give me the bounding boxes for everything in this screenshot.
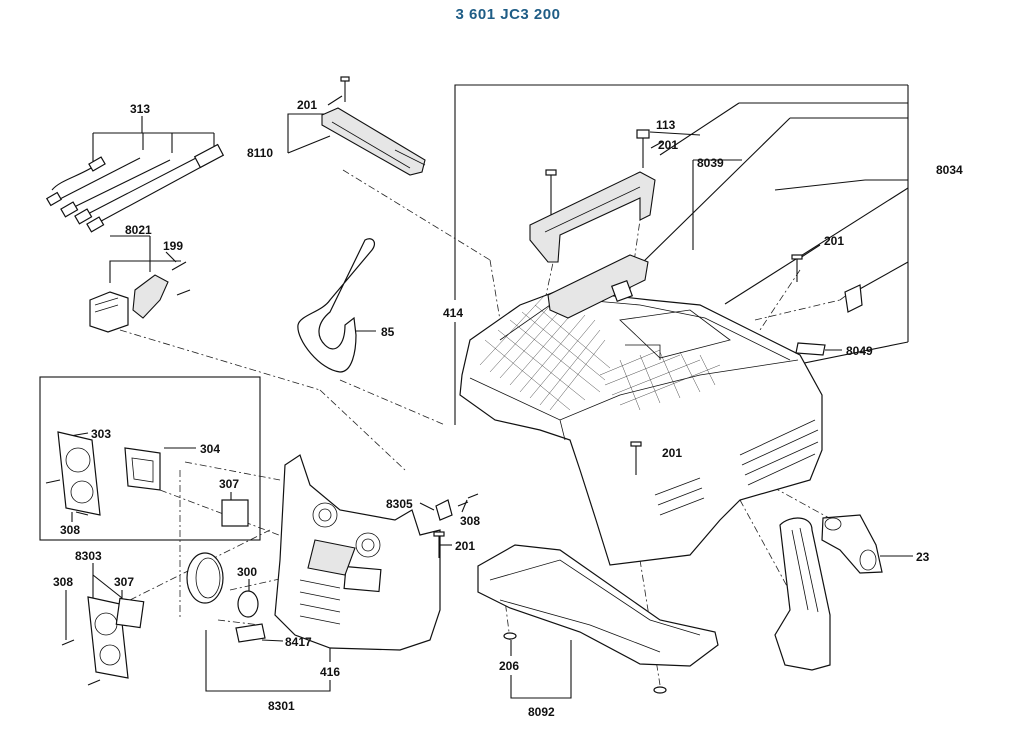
label-201-handle: 201 [658,138,678,152]
bracket-part [433,441,642,558]
label-8305: 8305 [386,497,413,511]
clamp-part [774,514,883,671]
label-113: 113 [656,118,676,132]
label-307-box: 307 [219,477,239,491]
label-307-left: 307 [114,575,134,589]
label-8034: 8034 [936,163,963,177]
cable-harness-part [45,143,225,233]
label-8039: 8039 [697,156,724,170]
label-8303: 8303 [75,549,102,563]
socket-assembly-part [61,596,145,686]
socket-unit-part [45,431,249,527]
label-8110: 8110 [247,146,273,160]
label-8049: 8049 [846,344,873,358]
label-23: 23 [916,550,930,564]
label-201-right: 201 [824,234,844,248]
label-308-box: 308 [60,523,80,537]
label-308-mid: 308 [460,514,480,528]
label-303: 303 [91,427,111,441]
label-308-left: 308 [53,575,73,589]
label-304: 304 [200,442,220,456]
bottom-tray-part [477,544,719,694]
front-panel-part [274,454,441,651]
leader-lines [65,84,913,699]
knob-part [186,552,266,643]
cable-hook-part [297,238,376,373]
label-414: 414 [443,306,463,320]
label-85: 85 [381,325,395,339]
label-199: 199 [163,239,183,253]
label-8301: 8301 [268,699,295,713]
carry-handle-part [529,129,656,319]
label-8092: 8092 [528,705,555,719]
label-313: 313 [130,102,150,116]
label-300: 300 [237,565,257,579]
label-8417: 8417 [285,635,312,649]
label-206: 206 [499,659,519,673]
label-416: 416 [320,665,340,679]
part-number-labels: 313 201 8110 8021 199 85 414 113 201 803… [53,98,963,719]
label-8021: 8021 [125,223,152,237]
label-201-body: 201 [662,446,682,460]
main-housing-part [459,289,823,566]
housing-grid-left [479,294,611,411]
diagram-title: 3 601 JC3 200 [455,6,561,23]
label-201-mid: 201 [455,539,475,553]
housing-grid-right [599,349,721,411]
switch-part [89,261,191,333]
side-handle-part [321,76,426,176]
subassembly-frame [39,376,261,541]
label-201-top: 201 [297,98,317,112]
latch-clip-part [791,254,863,356]
